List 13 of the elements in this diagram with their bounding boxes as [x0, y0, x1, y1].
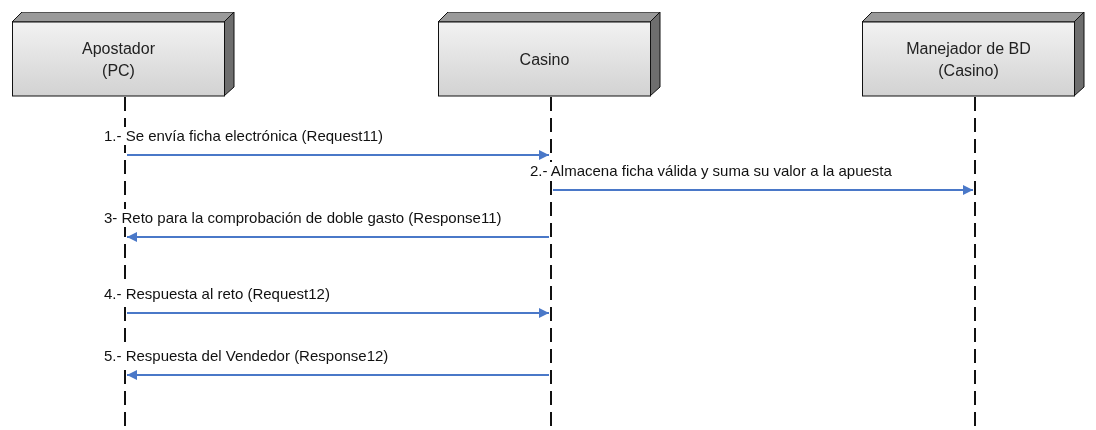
message-arrow: [126, 370, 550, 380]
message-label: 5.- Respuesta del Vendedor (Response12): [103, 347, 390, 365]
message-arrow: [126, 232, 550, 242]
message-label: 3- Reto para la comprobación de doble gasto (Response11): [103, 209, 503, 227]
message-label: 2.- Almacena ficha válida y suma su valor a la apuesta: [529, 162, 893, 180]
participant-label: Manejador de BD (Casino): [905, 38, 1032, 81]
participant-label: Casino: [519, 49, 570, 70]
participant-label: Apostador (PC): [81, 38, 156, 81]
message-arrow: [126, 150, 550, 160]
message-label: 1.- Se envía ficha electrónica (Request11): [103, 127, 385, 145]
message-label: 4.- Respuesta al reto (Request12): [103, 285, 331, 303]
message-arrow: [126, 308, 550, 318]
message-arrow: [552, 185, 974, 195]
